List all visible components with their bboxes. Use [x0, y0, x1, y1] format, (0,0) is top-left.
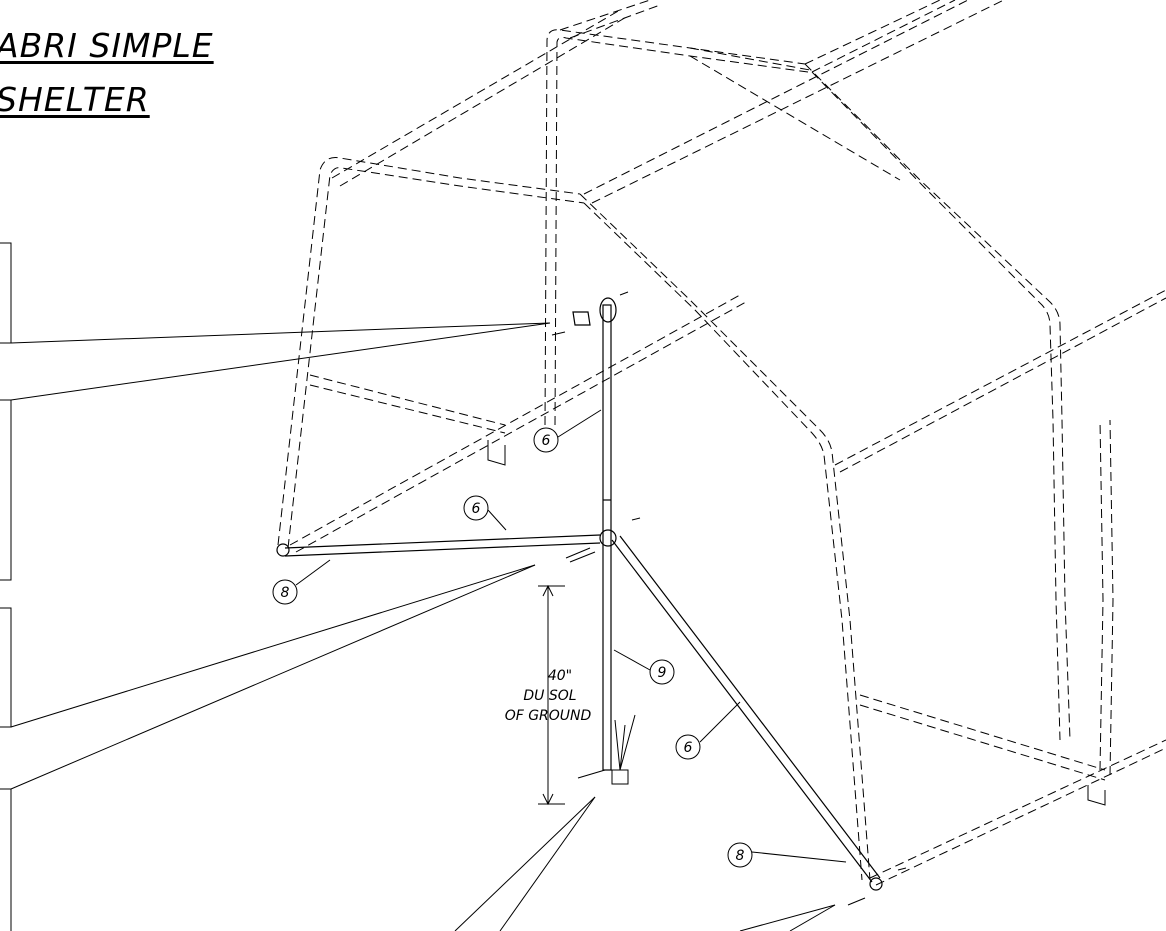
- callout-6-right: 6: [675, 701, 741, 760]
- callout-label: 6: [472, 501, 481, 517]
- callout-label: 9: [658, 665, 667, 681]
- title-line-1: ABRI SIMPLE: [0, 26, 214, 65]
- dimension-label-fr: DU SOL: [523, 688, 576, 704]
- callout-label: 8: [736, 848, 745, 864]
- purlins: [289, 289, 1166, 886]
- leader-lines: [10, 322, 836, 931]
- callout-label: 8: [281, 585, 290, 601]
- height-dimension: 40" DU SOL OF GROUND: [505, 584, 592, 806]
- back-frame: [544, 0, 1114, 776]
- callout-6-left: 6: [463, 495, 507, 531]
- callout-label: 6: [542, 433, 551, 449]
- title-line-2: SHELTER: [0, 80, 150, 119]
- front-frame: [277, 0, 1005, 881]
- callout-label: 6: [684, 740, 693, 756]
- base-feet: [487, 440, 1106, 806]
- dimension-value: 40": [548, 668, 572, 684]
- left-panel-boxes: [0, 242, 12, 931]
- callout-8-left: 8: [272, 559, 331, 605]
- callout-8-right: 8: [727, 842, 847, 868]
- kit-poles: [276, 291, 907, 906]
- callout-9: 9: [613, 649, 675, 685]
- dimension-label-en: OF GROUND: [505, 708, 592, 724]
- callout-6-upper: 6: [533, 409, 602, 453]
